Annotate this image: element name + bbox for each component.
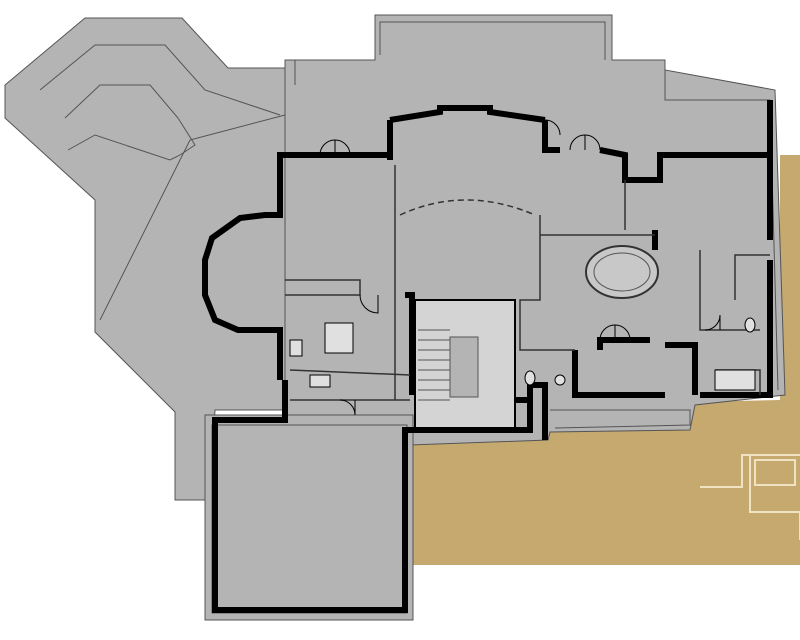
stair-treads	[418, 329, 450, 401]
kitchen-island	[324, 322, 354, 354]
roof-ridge	[64, 84, 196, 161]
sink	[289, 339, 303, 357]
bathtub	[714, 369, 756, 391]
toilet	[524, 370, 536, 386]
basin	[554, 374, 566, 386]
toilet	[744, 317, 756, 333]
oval-inner	[593, 252, 651, 292]
stair-core	[449, 336, 479, 398]
range	[309, 374, 331, 388]
terrace-edge	[550, 409, 691, 429]
site-wall-detail	[700, 454, 800, 540]
oval-foyer	[585, 245, 659, 299]
terrace-edge	[379, 21, 606, 60]
interior-partitions	[285, 165, 770, 401]
garage	[204, 414, 414, 621]
terrace-edge	[294, 59, 375, 85]
site-ground	[410, 155, 800, 565]
roof-hip	[189, 114, 286, 141]
door-swings	[319, 119, 721, 416]
roof-hip	[99, 139, 191, 321]
terrace-edge	[664, 70, 779, 391]
roof-ridge	[39, 44, 281, 116]
